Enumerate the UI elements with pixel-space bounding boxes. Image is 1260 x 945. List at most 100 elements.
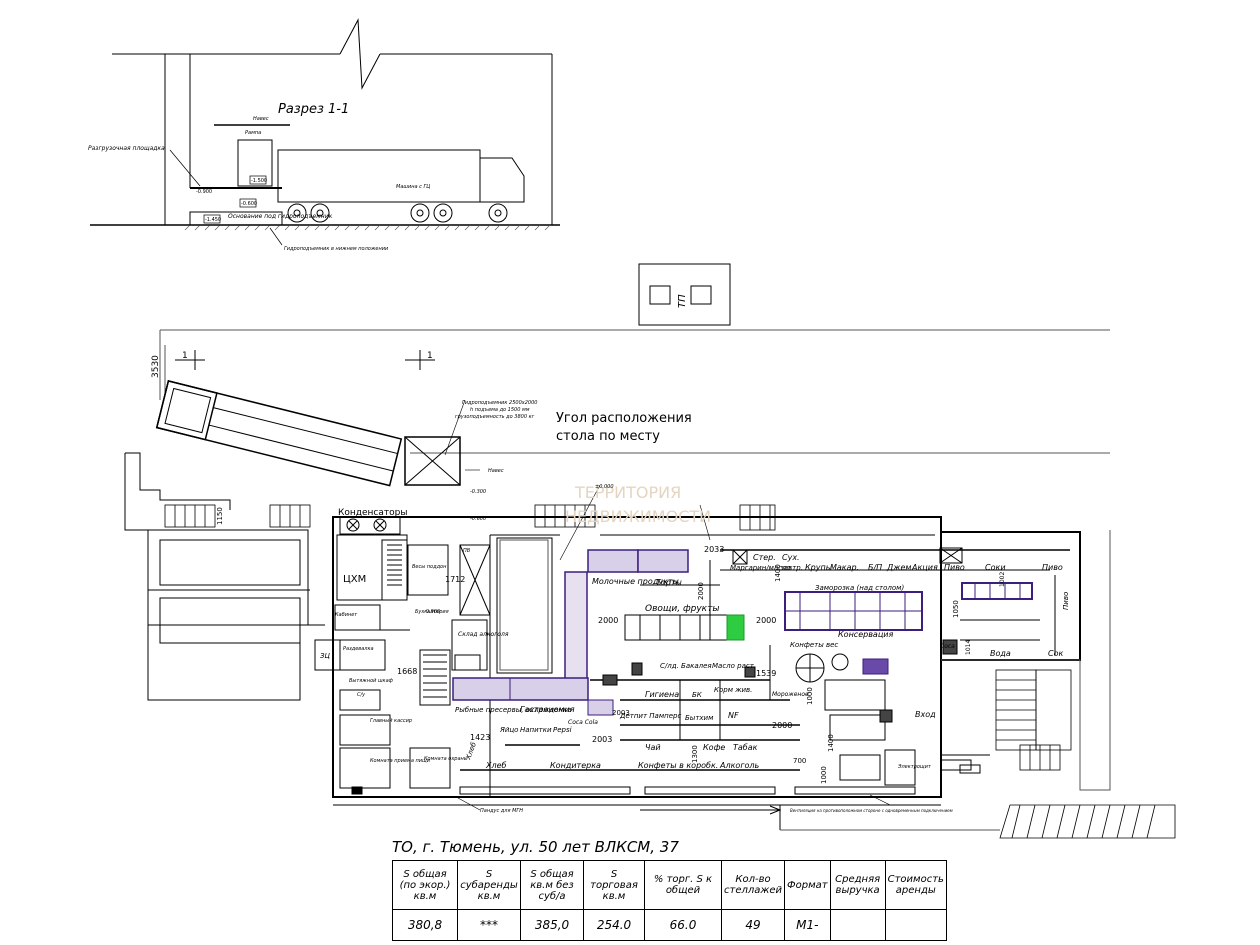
note-entry: Пандус для МГН bbox=[480, 808, 523, 814]
zone-vkhod: Вход bbox=[915, 710, 936, 719]
watermark-line-1: ТЕРРИТОРИЯ bbox=[574, 483, 681, 502]
zone-makar: Макар. bbox=[830, 563, 859, 572]
zone-tual: Вытяжной шкаф bbox=[349, 678, 394, 684]
zone-kab2: Главный кассир bbox=[370, 718, 412, 724]
section-base: Основание под гидроподъемник bbox=[228, 213, 333, 220]
dim-3530: 3530 bbox=[151, 355, 161, 378]
zone-bk: БК bbox=[692, 691, 703, 699]
section-lvl-1: -1.500 bbox=[251, 178, 267, 184]
dim-1150: 1150 bbox=[216, 507, 224, 525]
condensers-label: Конденсаторы bbox=[338, 508, 407, 518]
section-rampa: Рампа bbox=[245, 130, 261, 136]
zone-kabinet: Кабинет bbox=[335, 612, 358, 618]
zone-pivo-2: Пиво bbox=[1042, 563, 1063, 572]
dim-2000-a: 2000 bbox=[598, 616, 618, 625]
zone-sklad-alko: Склад алкоголя bbox=[458, 631, 509, 638]
dim-1712: 1712 bbox=[445, 575, 465, 584]
zone-sukh: Сух. bbox=[782, 553, 800, 562]
zone-morozh: Мороженое bbox=[772, 691, 809, 698]
section-title: Разрез 1-1 bbox=[278, 102, 349, 117]
level-d: ±0.000 bbox=[595, 484, 614, 490]
dim-700: 700 bbox=[793, 757, 806, 765]
value-s-trade: 254.0 bbox=[583, 909, 645, 941]
zone-chay: Чай bbox=[645, 743, 661, 752]
dim-1014: 1014 bbox=[965, 640, 972, 655]
section-view bbox=[90, 18, 560, 246]
section-platform: Разгрузочная площадка bbox=[88, 145, 165, 152]
header-rent: Стоимость аренды bbox=[884, 860, 947, 910]
zone-coca: Соса Cola bbox=[568, 719, 598, 726]
dim-1050: 1050 bbox=[952, 600, 960, 618]
value-s-total: 380,8 bbox=[392, 909, 458, 941]
lift-note-2: h подъема до 1500 мм bbox=[470, 407, 530, 413]
zone-ryb: Рыбные пресервы, охлажденка bbox=[455, 706, 571, 714]
zone-margarin: Маргарин/масло bbox=[730, 564, 791, 572]
lift-note-3: грузоподъемность до 3800 кг bbox=[455, 414, 535, 420]
zone-yaytso: Яйцо bbox=[499, 726, 518, 734]
zone-krupy: Крупы bbox=[805, 563, 832, 572]
dim-1400-b: 1400 bbox=[774, 564, 782, 582]
watermark-line-2: НЕДВИЖИМОСТИ bbox=[565, 507, 711, 526]
address-title: ТО, г. Тюмень, ул. 50 лет ВЛКСМ, 37 bbox=[392, 838, 679, 856]
header-shelves: Кол-во стеллажей bbox=[720, 860, 786, 910]
zone-ster: Стер. bbox=[753, 553, 776, 562]
zone-bytkhim: Бытхим bbox=[685, 714, 714, 722]
value-rent bbox=[884, 909, 947, 941]
header-revenue: Средняя выручка bbox=[829, 860, 886, 910]
zone-zamorozka: Заморозка (над столом) bbox=[815, 584, 904, 592]
header-format: Формат bbox=[784, 860, 831, 910]
zone-kofe: Кофе bbox=[703, 743, 725, 752]
note-angle-1: Угол расположения bbox=[556, 411, 692, 426]
zone-soca: Соса bbox=[940, 643, 955, 650]
zone-gigiena: Гигиена bbox=[645, 690, 679, 699]
zone-voda: Вода bbox=[990, 649, 1011, 658]
section-lvl-3: -1.450 bbox=[205, 217, 221, 223]
zone-detpit: Детпит Памперс bbox=[619, 712, 681, 720]
zone-zavtr: завтр. bbox=[780, 564, 803, 572]
value-s-sublease: *** bbox=[457, 909, 521, 941]
tp-label: ТП bbox=[677, 294, 688, 308]
cxm-label: ЦХМ bbox=[343, 574, 366, 585]
dim-1000-b: 1000 bbox=[820, 766, 828, 784]
zone-aktsiya: Акция bbox=[911, 563, 938, 572]
value-s-no-sub: 385,0 bbox=[520, 909, 584, 941]
zone-konditerka: Кондитерка bbox=[550, 761, 601, 770]
dim-1668: 1668 bbox=[397, 667, 417, 676]
dim-1539: 1539 bbox=[756, 669, 776, 678]
dim-2000-c: 2000 bbox=[697, 582, 705, 600]
zone-alkogol: Алкоголь bbox=[719, 761, 760, 770]
value-shelves: 49 bbox=[720, 909, 786, 941]
value-format: М1- bbox=[784, 909, 831, 941]
zone-soki: Соки bbox=[985, 563, 1006, 572]
level-a: -0.300 bbox=[470, 489, 486, 495]
zone-khleb: Хлеб bbox=[485, 761, 507, 770]
section-lift-lower: Гидроподъемник в нижнем положении bbox=[284, 246, 389, 252]
section-lvl-4: -0.900 bbox=[196, 189, 212, 195]
level-b: -0.600 bbox=[470, 516, 486, 522]
section-mark-left: 1 bbox=[182, 351, 188, 361]
plan-naves: Навес bbox=[488, 468, 504, 474]
zone-dzhem: Джем bbox=[886, 563, 911, 572]
spec-table: S общая (по экор.) кв.м S субаренды кв.м… bbox=[392, 860, 947, 941]
value-pct-trade: 66.0 bbox=[644, 909, 722, 941]
header-s-sublease: S субаренды кв.м bbox=[457, 860, 521, 910]
zone-sklad-moroz: Весы поддон bbox=[412, 564, 447, 570]
dim-1002: 1002 bbox=[999, 572, 1006, 587]
value-revenue bbox=[829, 909, 886, 941]
header-s-no-sub: S общая кв.м без суб/а bbox=[520, 860, 584, 910]
dim-2033: 2033 bbox=[704, 545, 724, 554]
zone-sladl: С/лд. Бакалея bbox=[660, 662, 712, 670]
zone-bl: Б/П bbox=[868, 563, 882, 572]
zone-konservatsiya: Консервация bbox=[838, 630, 893, 639]
header-pct-trade: % торг. S к общей bbox=[644, 860, 722, 910]
zone-gastro: Гастрономия bbox=[520, 705, 575, 714]
section-mark-right: 1 bbox=[427, 351, 433, 361]
floor-plan bbox=[124, 329, 1176, 839]
zone-konfety-ves: Конфеты вес bbox=[790, 641, 838, 649]
header-s-trade: S торговая кв.м bbox=[583, 860, 645, 910]
level-c: -0.900 bbox=[424, 609, 440, 615]
zone-ovoshchi: Овощи, фрукты bbox=[645, 604, 719, 614]
zone-komnata: Комната приема пищи bbox=[370, 758, 431, 764]
zone-pivo-3: Пиво bbox=[1062, 592, 1070, 610]
